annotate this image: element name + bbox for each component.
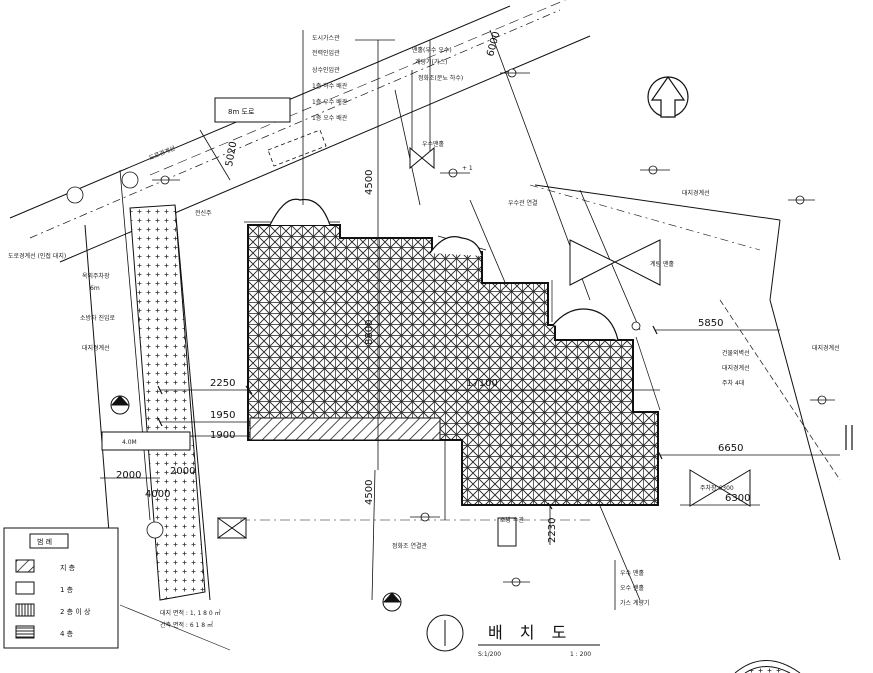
dim-5020: 5020	[224, 141, 239, 168]
top-right-c: 정화조(분뇨 하수)	[418, 74, 463, 82]
top-stack-2: 상수인입관	[312, 66, 340, 74]
hatched-strip	[249, 417, 441, 441]
bottom-right-a: 우수 맨홀	[620, 569, 644, 577]
legend-header: 범 례	[37, 537, 52, 546]
right-note-c: 주차 4대	[722, 379, 744, 387]
north-arrow-icon	[647, 75, 689, 118]
dashed-box	[267, 129, 327, 167]
dim-4500-top: 4500	[364, 170, 375, 195]
dim-2000-b: 2000	[170, 466, 195, 477]
dim-1950: 1950	[210, 410, 235, 421]
dim-8800: 8800	[364, 320, 375, 345]
legend-item-0: 지 층	[60, 563, 76, 572]
site-line-label: 대지경계선	[812, 344, 840, 352]
cross-mark: + 1	[462, 165, 473, 172]
dim-5850: 5850	[698, 318, 723, 329]
sewer-box-label: 소방 수관	[500, 516, 524, 524]
top-right-b: 계량기(가스)	[415, 58, 447, 66]
dim-2000-a: 2000	[116, 470, 141, 481]
mid-right-b: 대지경계선	[682, 189, 710, 197]
bottom-right-c: 가스 계량기	[620, 599, 650, 607]
bottom-note-a: 대지 면적 : 1, 1 8 0 ㎡	[160, 609, 221, 617]
legend-item-1: 1 층	[60, 585, 74, 594]
left-note-c: 소방차 진입로	[80, 314, 116, 322]
right-note-a: 건물외벽선	[722, 349, 750, 357]
drawing-title: 배 치 도	[488, 623, 572, 642]
top-stack-4: 1층 우수 배관	[312, 98, 348, 106]
arch-top-left	[269, 198, 331, 226]
dim-4500-bottom: 4500	[364, 480, 375, 505]
dimension-lines	[100, 29, 840, 610]
sidewalk-strip	[129, 204, 206, 601]
legend-item-3: 4 층	[60, 629, 74, 638]
valve-left-label: 우수맨홀	[422, 140, 445, 148]
left-note-a: 옥외주차장	[82, 272, 110, 280]
dim-4000: 4000	[145, 489, 170, 500]
right-edge-bars	[845, 425, 853, 450]
left-note-d: 대지경계선	[82, 344, 110, 352]
bottom-right-b: 오수 맨홀	[620, 584, 644, 592]
top-stack-3: 1층 하수 배관	[312, 82, 348, 90]
bottom-note-b: 건축 면적 : 6 1 8 ㎡	[160, 621, 213, 629]
legend	[3, 527, 119, 649]
top-stack-0: 도시가스관	[312, 34, 340, 42]
dim-1900: 1900	[210, 430, 235, 441]
corner-compass	[734, 660, 801, 673]
top-stack-1: 전력인입관	[312, 49, 340, 57]
dim-6300: 6300	[725, 493, 750, 504]
box-4m-label: 4.0M	[122, 439, 137, 446]
left-top-b: 전신주	[195, 209, 212, 217]
valve-symbols	[217, 146, 751, 547]
dim-6000: 6000	[485, 30, 502, 57]
road-edge-label: 도로경계선	[148, 144, 177, 162]
sign-box-label: 8m 도로	[228, 108, 255, 116]
road-sign-box	[214, 97, 291, 123]
section-marker-icon	[110, 395, 402, 612]
arch-top-mid	[429, 236, 483, 257]
mid-right-a: 우수관 연결	[508, 199, 538, 207]
4m-box	[101, 431, 191, 451]
top-stack-5: 1층 오수 배관	[312, 114, 348, 122]
bottom-center-label: 정화조 연결관	[392, 542, 428, 550]
dim-17100: 17100	[466, 378, 498, 389]
dim-2230: 2230	[547, 518, 558, 543]
reference-markers	[66, 68, 835, 587]
drawing-scale: S:1/200	[478, 651, 501, 658]
parking-dim: 주차장 6300	[700, 484, 734, 492]
left-top-label: 도로경계선 (인접 대지)	[8, 252, 66, 260]
arch-right	[552, 308, 619, 341]
dim-6650: 6650	[718, 443, 743, 454]
right-note-b: 대지경계선	[722, 364, 750, 372]
dim-2250: 2250	[210, 378, 235, 389]
drawing-scale-right: 1 : 200	[570, 651, 591, 658]
plan-mark: 계량 맨홀	[650, 260, 674, 268]
top-right-a: 맨홀(우수 오수)	[412, 46, 452, 54]
legend-item-2: 2 층 이 상	[60, 607, 91, 616]
left-note-b: 6m	[90, 285, 100, 292]
